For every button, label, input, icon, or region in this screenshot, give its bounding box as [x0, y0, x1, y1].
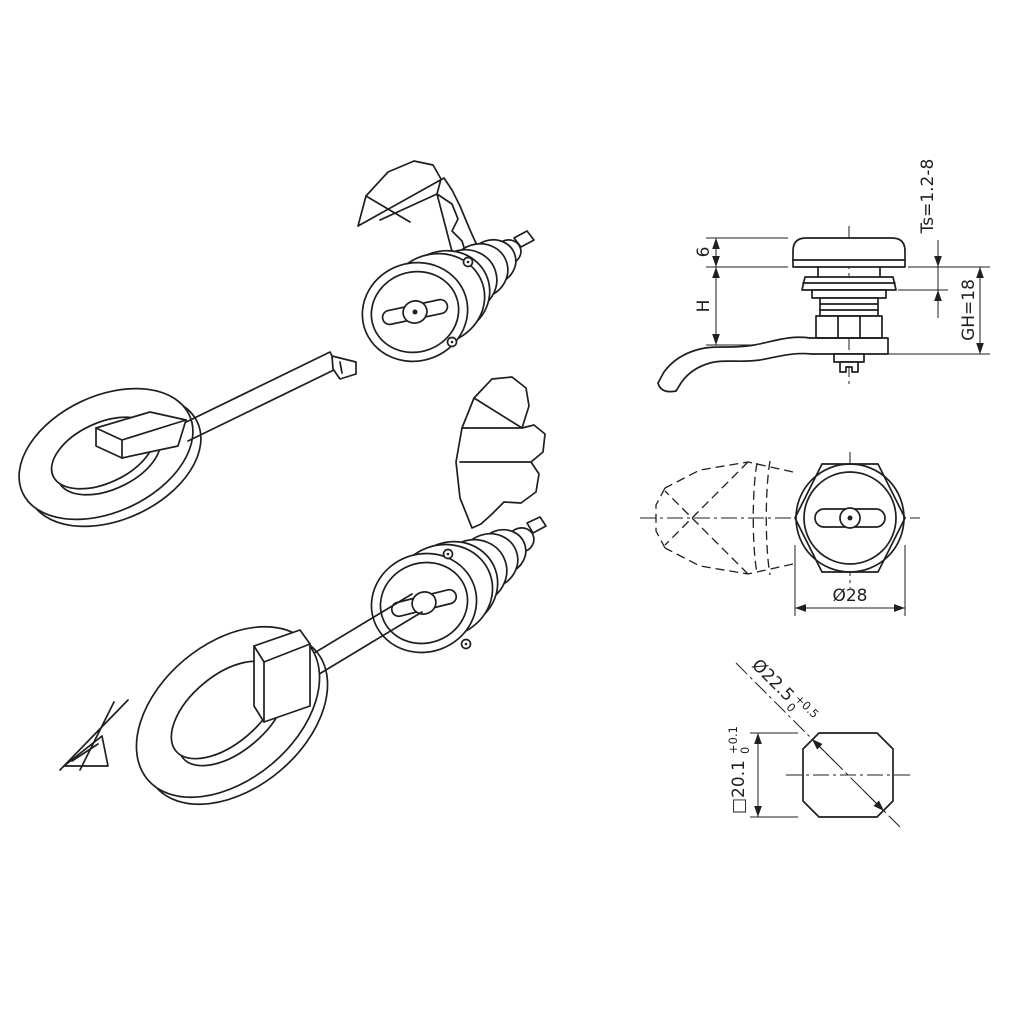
key-tip-bit: [331, 355, 357, 380]
cam-lever: [657, 336, 811, 384]
head-circle: [795, 463, 905, 573]
key-collar: [95, 411, 187, 459]
washer: [811, 289, 887, 299]
cutout-view: Ø22.5 +0.5 0 □20.1 +0.1 0: [726, 655, 910, 828]
threaded-body: [819, 297, 879, 317]
dim-corner-diameter: Ø22.5 +0.5 0: [747, 655, 821, 721]
svg-text:+0.1: +0.1: [726, 726, 740, 754]
iso-lock-key-view: [135, 376, 547, 806]
cam-wing: [455, 376, 546, 529]
dim-clamp-range: Ts=1.2-8: [918, 159, 938, 235]
cam-wing: [357, 160, 481, 264]
iso-lock-view: [357, 160, 535, 363]
spindle-tip: [526, 516, 547, 534]
svg-text:Ø22.5: Ø22.5: [747, 655, 797, 705]
dim-cap-height: 6: [694, 247, 714, 258]
key-shaft: [179, 351, 339, 442]
svg-text:0: 0: [738, 747, 752, 754]
stem: [833, 353, 865, 363]
dim-flat-size: □20.1 +0.1 0: [726, 726, 752, 814]
cutout-octagon: [802, 732, 894, 818]
svg-text:□20.1: □20.1: [729, 760, 749, 814]
nut: [815, 315, 883, 339]
foot: [839, 361, 859, 373]
dim-grip-height: GH=18: [959, 279, 979, 341]
projection-symbol: [59, 699, 129, 771]
key-bit-block: [253, 629, 311, 723]
dim-body-height: H: [694, 300, 714, 313]
side-view: 6 H Ts=1.2-8 GH=18: [657, 159, 990, 393]
cap: [792, 237, 906, 268]
iso-key-view: [18, 351, 357, 528]
dim-head-diameter: Ø28: [832, 586, 867, 606]
hidden-cam: [655, 460, 794, 576]
front-view: Ø28: [640, 452, 920, 616]
